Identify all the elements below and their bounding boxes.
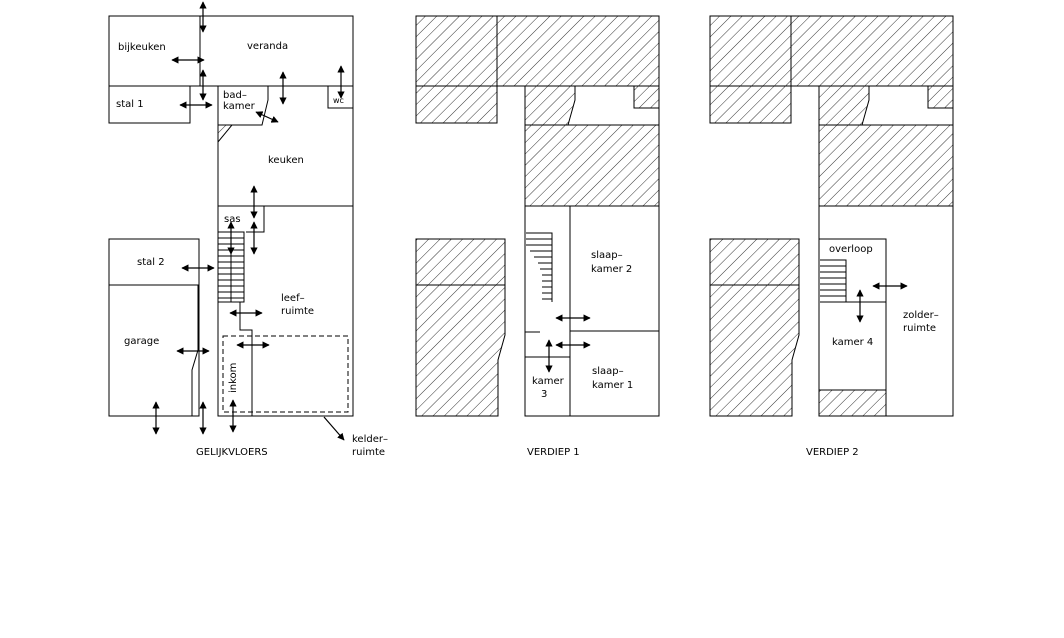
room-label-leefruimte-1: leef–: [281, 293, 305, 304]
floor-title-verdiep2: VERDIEP 2: [806, 447, 859, 458]
hatch-bad: [818, 85, 870, 126]
wall-inkom: [239, 302, 253, 416]
room-label-badkamer-1: bad–: [223, 90, 247, 101]
floor-verdiep1: slaap– kamer 2 slaap– kamer 1 kamer 3 VE…: [415, 15, 660, 458]
room-label-slaapkamer2-2: kamer 2: [591, 264, 632, 275]
room-label-kamer4: kamer 4: [832, 337, 873, 348]
hatch-garage: [415, 238, 506, 417]
hatch-top: [709, 15, 954, 87]
wall-main-body: [524, 85, 660, 417]
room-label-keuken: keuken: [268, 155, 304, 166]
floor-title-verdiep1: VERDIEP 1: [527, 447, 580, 458]
hatch-wc: [927, 85, 954, 109]
room-label-zolder-2: ruimte: [903, 323, 936, 334]
hatch-keuken: [524, 124, 660, 207]
room-label-wc: wc: [333, 96, 344, 105]
room-label-stal1: stal 1: [116, 99, 144, 110]
hatch-bad: [524, 85, 576, 126]
stairs-verdiep2: [820, 259, 847, 303]
hatch-keuken: [818, 124, 954, 207]
room-label-inkom: inkom: [228, 363, 239, 393]
room-label-bijkeuken: bijkeuken: [118, 42, 166, 53]
room-label-leefruimte-2: ruimte: [281, 306, 314, 317]
hatch-stal1: [415, 85, 498, 124]
room-label-kamer3-1: kamer: [532, 376, 565, 387]
room-label-badkamer-2: kamer: [223, 101, 256, 112]
room-label-slaapkamer1-1: slaap–: [592, 366, 624, 377]
room-label-stal2: stal 2: [137, 257, 165, 268]
room-label-kelder-2: ruimte: [352, 447, 385, 458]
room-label-garage: garage: [124, 336, 159, 347]
hatch-wc: [633, 85, 660, 109]
room-label-sas: sas: [224, 214, 241, 225]
hatch-small: [217, 124, 234, 144]
hatch-bottom: [818, 389, 887, 417]
floor-title-gelijkvloers: GELIJKVLOERS: [196, 447, 268, 458]
wall-sas: [246, 206, 265, 233]
room-label-kamer3-2: 3: [541, 389, 547, 400]
room-label-slaapkamer2-1: slaap–: [591, 250, 623, 261]
arrow-kelder: [323, 416, 345, 441]
arrow: [255, 111, 279, 123]
room-label-slaapkamer1-2: kamer 1: [592, 380, 633, 391]
room-label-zolder-1: zolder–: [903, 310, 939, 321]
wall-garage-curve: [191, 285, 199, 416]
room-label-veranda: veranda: [247, 41, 288, 52]
hatch-garage: [709, 238, 800, 417]
hatch-stal1: [709, 85, 792, 124]
floor-gelijkvloers: bijkeuken veranda stal 1 bad– kamer wc k…: [108, 1, 388, 458]
stairs-verdiep1: [526, 232, 553, 302]
room-label-kelder-1: kelder–: [352, 434, 388, 445]
floor-verdiep2: overloop zolder– ruimte kamer 4 VERDIEP …: [709, 15, 954, 458]
kelder-outline: [222, 335, 349, 413]
room-label-overloop: overloop: [829, 244, 873, 255]
hatch-top: [415, 15, 660, 87]
